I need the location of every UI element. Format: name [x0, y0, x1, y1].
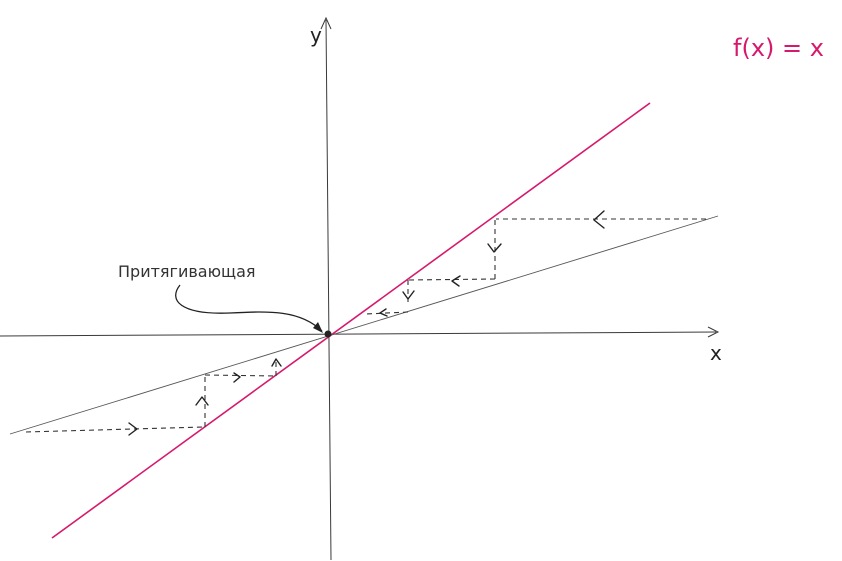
attractor-pointer-arrowhead [313, 322, 323, 333]
arrow-up-icon [195, 396, 209, 406]
web-horizontal-low [365, 311, 409, 315]
formula-label: f(x) = x [733, 34, 824, 62]
arrow-down-icon [487, 243, 502, 253]
arrow-left-icon [593, 210, 605, 229]
arrow-up-icon [271, 358, 282, 367]
y-axis-arrowhead [320, 16, 332, 30]
web-horizontal-upper [204, 374, 277, 377]
arrow-left-icon [451, 275, 461, 287]
cobweb-lower-left [25, 358, 282, 436]
arrow-left-icon [379, 308, 388, 317]
y-axis [325, 19, 332, 561]
function-line [9, 215, 719, 435]
x-axis [0, 331, 717, 337]
arrow-right-icon [128, 422, 138, 436]
y-axis-label: y [310, 23, 322, 47]
web-horizontal-mid [407, 278, 496, 281]
attractor-point [324, 330, 332, 338]
web-horizontal-bottom [25, 426, 206, 433]
identity-line [51, 102, 651, 539]
x-axis-label: x [710, 341, 722, 365]
cobweb-upper-right [365, 210, 706, 317]
arrow-down-icon [402, 290, 415, 300]
arrow-right-icon [233, 372, 241, 383]
attractor-pointer-arrow [175, 284, 323, 332]
attractor-label: Притягивающая [118, 262, 256, 281]
x-axis-arrowhead [707, 326, 720, 338]
